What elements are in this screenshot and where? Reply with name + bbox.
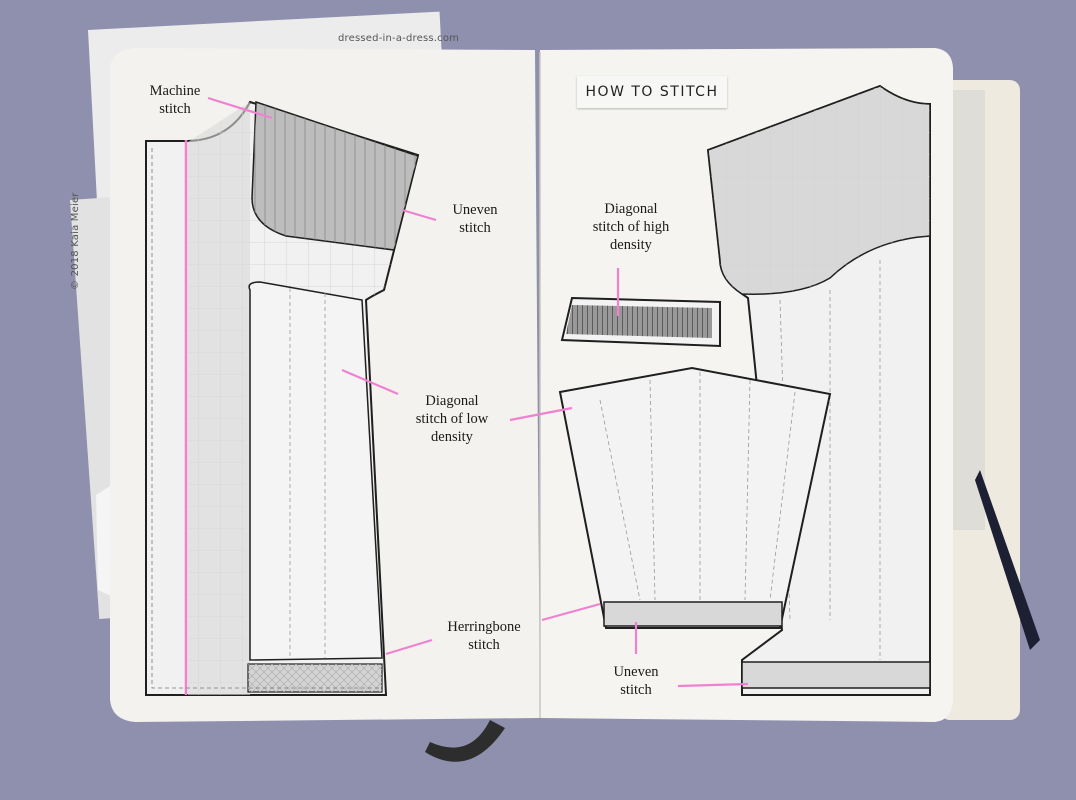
site-watermark: dressed-in-a-dress.com [338, 33, 459, 44]
label-diagonal-high-density: Diagonal stitch of high density [576, 200, 686, 254]
label-diagonal-low-density: Diagonal stitch of low density [400, 392, 504, 446]
label-herringbone-stitch: Herringbone stitch [430, 618, 538, 654]
copyright-text: © 2018 Kaia Meier [70, 192, 81, 290]
label-machine-stitch: Machine stitch [142, 82, 208, 118]
label-uneven-stitch-top: Uneven stitch [440, 201, 510, 237]
waistband-pattern [562, 298, 720, 346]
label-uneven-stitch-bottom: Uneven stitch [596, 663, 676, 699]
page-title: HOW TO STITCH [577, 76, 727, 108]
